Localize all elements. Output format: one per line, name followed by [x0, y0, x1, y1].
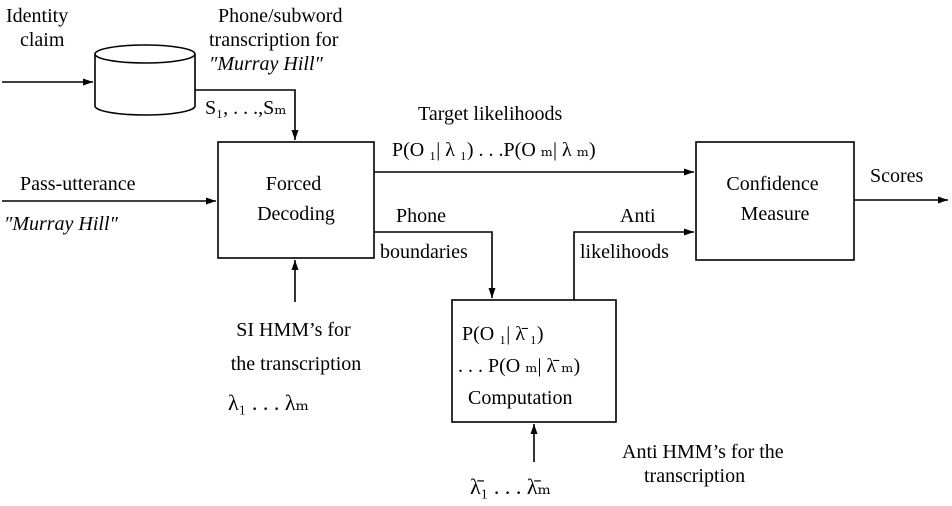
target-likelihoods-formula: P(O ₁| λ ₁) . . .P(O ₘ| λ ₘ) [392, 139, 596, 161]
forced-decoding-label: Forced Decoding [257, 173, 335, 225]
si-models-label: λ₁ . . . λₘ [228, 390, 309, 415]
transcription-label: Phone/subword transcription for ″Murray … [209, 5, 347, 75]
scores-label: Scores [870, 165, 924, 187]
target-likelihoods-label: Target likelihoods [418, 103, 563, 125]
pass-utterance-label: Pass-utterance [20, 173, 136, 195]
state-sequence-label: S₁, . . .,Sₘ [205, 97, 286, 119]
identity-claim-label: Identity claim [6, 5, 73, 51]
phone-boundaries-arrow [374, 231, 496, 298]
anti-computation-label: P(O ₁| λ̄ ₁) . . . P(O ₘ| λ̄ ₘ) Computat… [458, 323, 585, 409]
anti-likelihoods-label: Anti likelihoods [580, 205, 669, 263]
transcription-arrow [195, 89, 299, 140]
pass-phrase-label: ″Murray Hill″ [4, 213, 119, 235]
anti-hmm-label: Anti HMM’s for the transcription [622, 441, 789, 487]
si-hmm-label: SI HMM’s for the transcription [231, 319, 362, 375]
database-icon [94, 44, 196, 116]
confidence-measure-block [695, 141, 855, 261]
anti-likelihood-computation-block [451, 299, 617, 423]
anti-models-label: λ̄₁ . . . λ̄ₘ [470, 474, 551, 499]
anti-likelihoods-arrow [573, 228, 694, 300]
forced-decoding-block [217, 141, 375, 259]
confidence-measure-label: Confidence Measure [726, 173, 823, 225]
phone-boundaries-label: Phone boundaries [380, 205, 468, 263]
